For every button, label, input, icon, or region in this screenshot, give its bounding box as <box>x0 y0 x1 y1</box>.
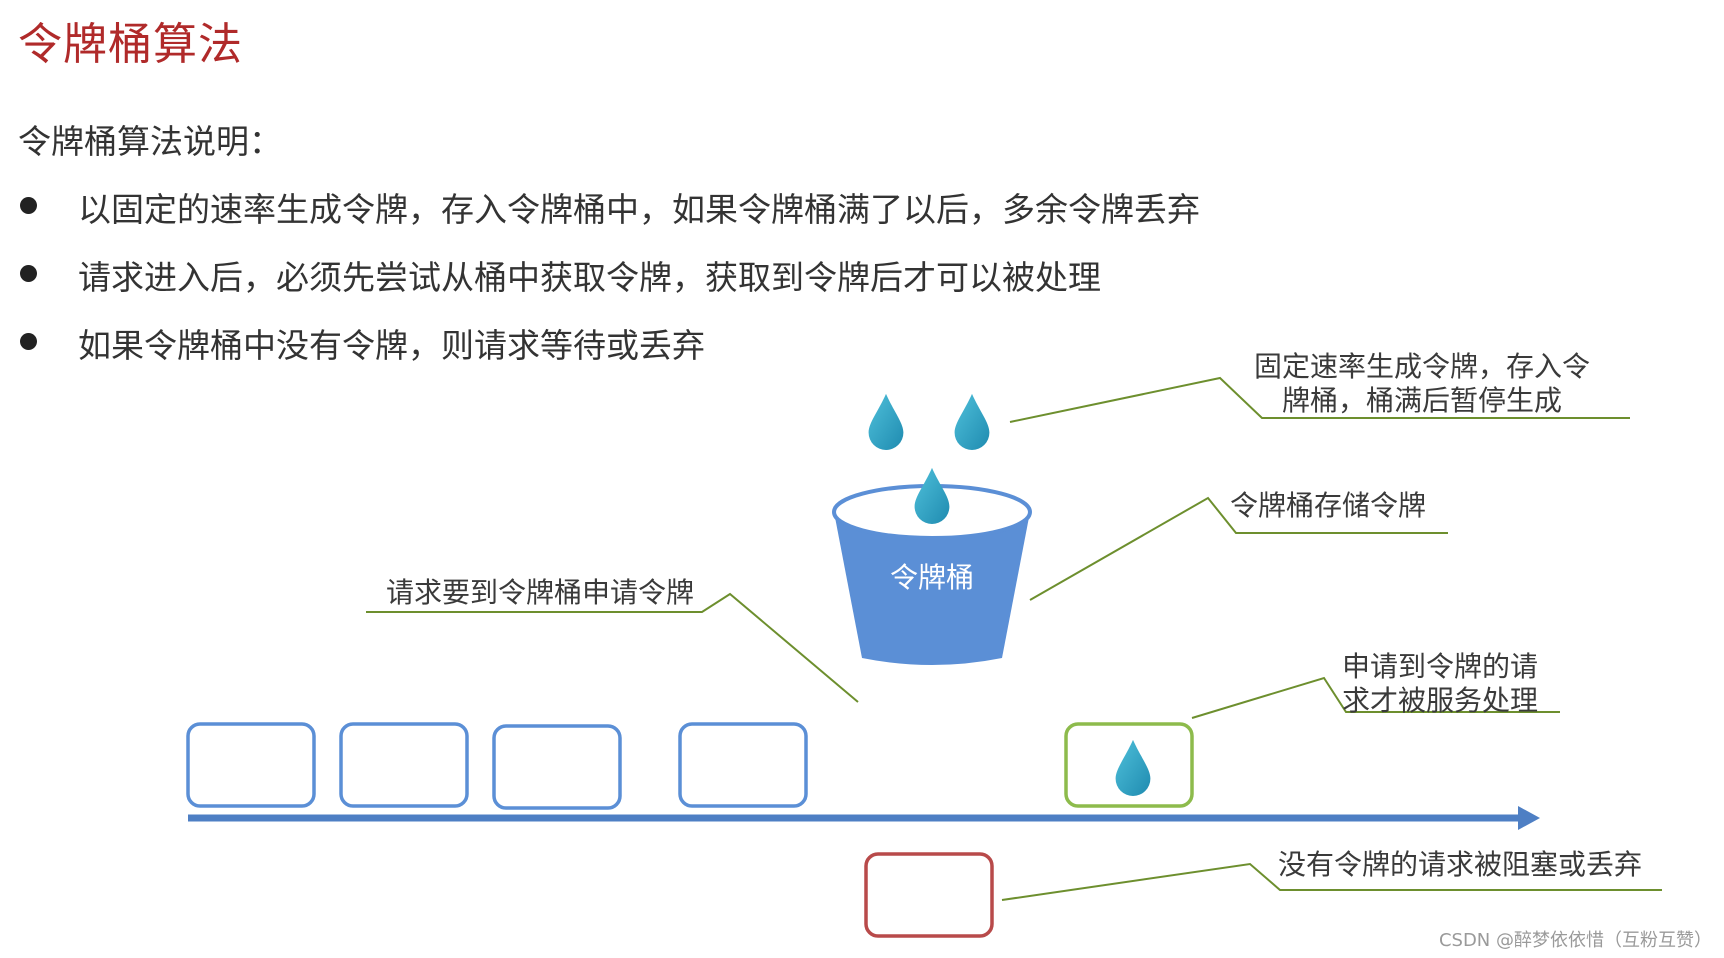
token-icon <box>914 467 950 524</box>
token-icon <box>954 393 990 450</box>
bullet-dot-icon <box>20 197 37 214</box>
description-heading: 令牌桶算法说明： <box>18 122 282 161</box>
timeline-arrow <box>188 806 1540 830</box>
callout-request: 请求要到令牌桶申请令牌 <box>386 576 695 609</box>
page-title: 令牌桶算法 <box>18 19 243 70</box>
callout-generate: 固定速率生成令牌，存入令 牌桶，桶满后暂停生成 <box>1254 350 1590 418</box>
blocked-request-box <box>864 852 994 938</box>
callout-blocked: 没有令牌的请求被阻塞或丢弃 <box>1278 848 1643 881</box>
watermark: CSDN @醉梦依依惜（互粉互赞） <box>1438 930 1712 951</box>
leader-line-generate <box>1009 376 1630 423</box>
bullet-item: 请求进入后，必须先尝试从桶中获取令牌，获取到令牌后才可以被处理 <box>0 251 1200 319</box>
bullet-text: 如果令牌桶中没有令牌，则请求等待或丢弃 <box>78 326 705 365</box>
callout-generate-line: 固定速率生成令牌，存入令 <box>1254 350 1591 383</box>
request-box <box>186 722 316 808</box>
callout-generate-line: 牌桶，桶满后暂停生成 <box>1282 384 1563 417</box>
bucket: 令牌桶 <box>832 467 1032 665</box>
bullet-text: 请求进入后，必须先尝试从桶中获取令牌，获取到令牌后才可以被处理 <box>78 258 1101 297</box>
bullet-dot-icon <box>20 333 37 350</box>
callout-processed: 申请到令牌的请 求才被服务处理 <box>1342 650 1538 718</box>
leader-line-blocked <box>1001 862 1662 901</box>
bullet-item: 如果令牌桶中没有令牌，则请求等待或丢弃 <box>0 319 1200 387</box>
callout-processed-line: 求才被服务处理 <box>1342 684 1539 717</box>
bullet-list: 以固定的速率生成令牌，存入令牌桶中，如果令牌桶满了以后，多余令牌丢弃 请求进入后… <box>0 183 1200 387</box>
bullet-dot-icon <box>20 265 37 282</box>
callout-store: 令牌桶存储令牌 <box>1230 489 1427 522</box>
bucket-label: 令牌桶 <box>890 561 974 594</box>
leader-line-store <box>1029 496 1448 601</box>
request-box <box>492 724 622 810</box>
leader-line-processed <box>1191 676 1560 719</box>
bucket-body <box>834 512 1030 665</box>
leader-line-request <box>366 592 859 703</box>
bullet-item: 以固定的速率生成令牌，存入令牌桶中，如果令牌桶满了以后，多余令牌丢弃 <box>0 183 1200 251</box>
bullet-text: 以固定的速率生成令牌，存入令牌桶中，如果令牌桶满了以后，多余令牌丢弃 <box>78 190 1200 229</box>
callout-processed-line: 申请到令牌的请 <box>1342 650 1539 683</box>
request-box <box>339 722 469 808</box>
token-icon <box>868 393 904 450</box>
request-box <box>678 722 808 808</box>
leader-lines <box>366 376 1662 901</box>
